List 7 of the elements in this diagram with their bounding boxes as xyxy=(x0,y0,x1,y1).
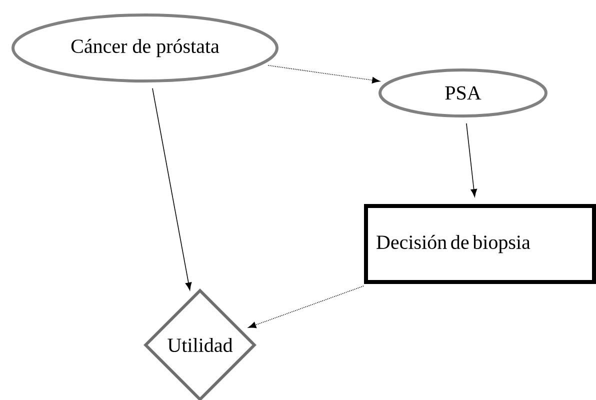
arrow xyxy=(152,88,192,290)
decision-box: Decisión de biopsia xyxy=(364,204,596,284)
arrow xyxy=(248,286,364,328)
ellipse-node: Cáncer de próstata xyxy=(12,14,278,82)
arrow xyxy=(466,123,478,197)
ellipse-node: PSA xyxy=(378,68,548,118)
arrow xyxy=(268,65,380,84)
